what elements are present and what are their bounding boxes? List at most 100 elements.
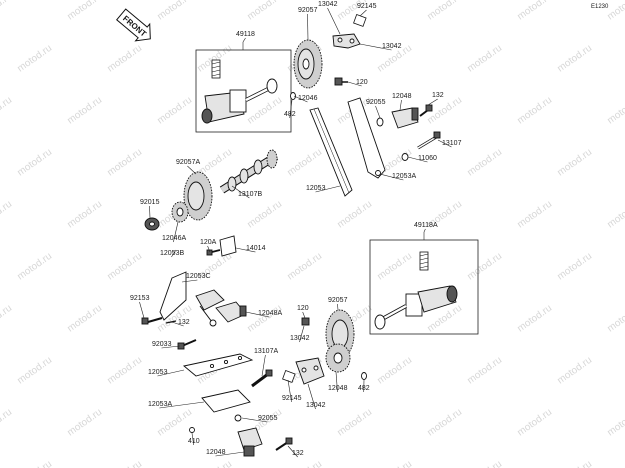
watermark-text: motod.ru <box>195 459 234 468</box>
part-number-label: 132 <box>432 92 444 99</box>
leader-line <box>241 417 268 423</box>
watermark-text: motod.ru <box>285 459 324 468</box>
watermark-text: motod.ru <box>65 199 104 231</box>
part-number-label: 49118 <box>236 31 255 38</box>
part-callout: 12048 <box>206 449 245 457</box>
part-number-label: 13042 <box>382 43 402 50</box>
part-number-label: 12053A <box>392 173 416 180</box>
bolt-120A <box>206 249 221 256</box>
watermark-text: motod.ru <box>425 407 464 439</box>
watermark-text: motod.ru <box>0 95 14 127</box>
part-callout: 12053A <box>148 401 205 409</box>
part-number-label: 49118A <box>414 222 438 229</box>
watermark-text: motod.ru <box>105 251 144 283</box>
part-callout: 13042 <box>306 383 326 410</box>
bolt-13107 <box>417 131 441 150</box>
part-number-label: 14014 <box>246 245 266 252</box>
watermark-text: motod.ru <box>245 199 284 231</box>
part-callout: 12048 <box>328 371 348 393</box>
part-callout: 132 <box>427 92 444 106</box>
bolt-92033 <box>177 339 197 350</box>
spring-92145-upper <box>353 14 367 27</box>
watermark-text: motod.ru <box>0 407 14 439</box>
chain-guide-12053A-upper <box>347 97 386 179</box>
part-callout: 92057 <box>328 297 348 311</box>
spring-92145-lower <box>282 370 296 383</box>
valve-spring-lower <box>419 251 429 271</box>
ring-482-lower <box>361 372 367 380</box>
leader-line <box>235 247 256 253</box>
gasket-11060 <box>401 153 409 161</box>
watermark-text: motod.ru <box>335 199 374 231</box>
watermark-text: motod.ru <box>375 459 414 468</box>
leader-line <box>379 173 404 181</box>
watermark-text: motod.ru <box>285 147 324 179</box>
leader-line <box>437 139 452 148</box>
bolt-13107A <box>251 369 273 388</box>
watermark-text: motod.ru <box>245 0 284 22</box>
watermark-text: motod.ru <box>0 199 14 231</box>
watermark-text: motod.ru <box>105 355 144 387</box>
watermark-text: motod.ru <box>245 303 284 335</box>
part-number-label: 482 <box>284 111 296 118</box>
part-callout: 49118A <box>414 222 438 233</box>
leader-line <box>327 7 341 35</box>
watermark-text: motod.ru <box>105 459 144 468</box>
part-callout: 410 <box>188 432 200 446</box>
tensioner-12048-upper <box>376 107 419 129</box>
part-callout: 12053C <box>181 273 211 283</box>
watermark-text: motod.ru <box>375 251 414 283</box>
part-callout: 132 <box>287 445 304 458</box>
part-callout: 92057 <box>298 7 318 41</box>
part-callout: 12053 <box>148 369 185 377</box>
watermark-text: motod.ru <box>15 459 54 468</box>
tensioner-body-lower <box>405 285 458 317</box>
leader-line <box>161 345 181 349</box>
part-number-label: 482 <box>358 385 370 392</box>
part-callout: 49118 <box>236 31 255 43</box>
leader-line <box>287 379 292 403</box>
watermark-text: motod.ru <box>15 147 54 179</box>
part-number-label: 92057 <box>298 7 318 14</box>
leader-line <box>157 369 185 377</box>
ring-410 <box>189 427 195 433</box>
part-callout: 13042 <box>318 1 341 35</box>
watermark-text: motod.ru <box>605 303 625 335</box>
part-callout: 12048 <box>392 93 412 111</box>
leader-line <box>215 451 245 457</box>
part-callout: 92015 <box>140 199 160 219</box>
watermark-text: motod.ru <box>555 251 594 283</box>
leader-line <box>399 99 402 111</box>
part-callout: 12048A <box>245 310 282 318</box>
gasket-92055-lower <box>234 414 242 422</box>
tensioner-12048A <box>195 289 247 327</box>
watermark-text: motod.ru <box>0 303 14 335</box>
leader-line <box>359 43 392 51</box>
part-number-label: 12053 <box>148 369 168 376</box>
watermark-text: motod.ru <box>465 147 504 179</box>
part-callout: 92145 <box>282 379 302 403</box>
watermark-text: motod.ru <box>555 355 594 387</box>
plate-13042-lower <box>295 357 325 385</box>
part-number-label: 12046A <box>162 235 186 242</box>
watermark-text: motod.ru <box>155 95 194 127</box>
watermark-text: motod.ru <box>15 43 54 75</box>
part-callout: 13107 <box>437 139 462 148</box>
sprocket-92057-upper <box>293 39 323 89</box>
leader-line <box>375 105 381 119</box>
leader-line <box>171 321 184 327</box>
watermark-text: motod.ru <box>15 355 54 387</box>
leader-line <box>347 81 362 87</box>
part-number-label: 13107B <box>238 191 262 198</box>
part-number-label: 92057 <box>328 297 348 304</box>
part-callout: 92055 <box>241 415 278 423</box>
part-callout: 11060 <box>407 155 437 163</box>
part-callout: 482 <box>358 379 370 393</box>
part-callout: 132 <box>171 319 190 327</box>
leader-line <box>159 401 205 409</box>
part-callout: 92055 <box>366 99 386 119</box>
leader-line <box>207 245 211 253</box>
part-callout: 13042 <box>359 43 402 51</box>
